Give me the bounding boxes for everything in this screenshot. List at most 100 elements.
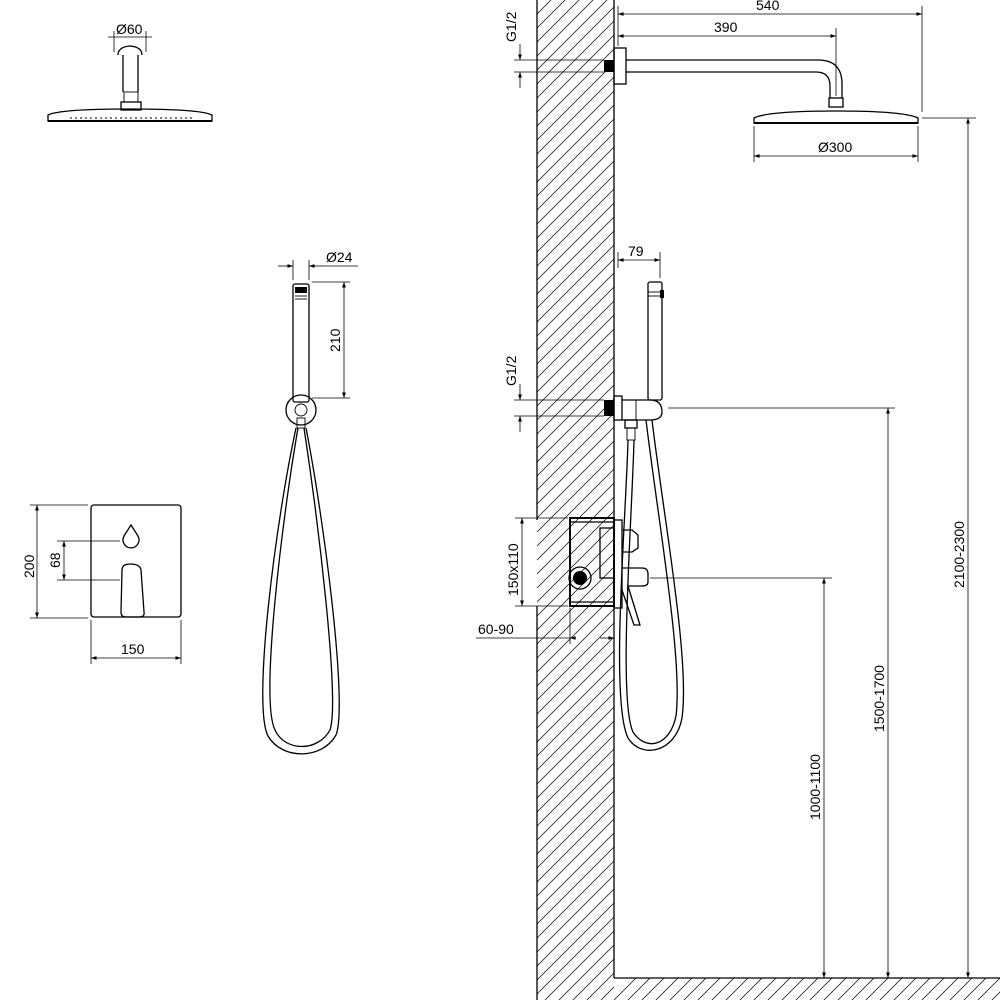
wall-hatch-line <box>536 286 615 365</box>
wall-hatch-line <box>536 762 615 841</box>
wall-hatch-line <box>536 0 552 15</box>
hand-diameter-label: Ø24 <box>326 249 353 265</box>
floor-hatch-line <box>809 977 833 1000</box>
wall-hatch-line <box>536 468 615 547</box>
floor-hatch-line <box>697 977 721 1000</box>
mid-thread-label: G1/2 <box>503 355 519 386</box>
wall-hatch-line <box>536 90 615 169</box>
hand-shower-front-view: Ø24 210 <box>262 249 358 755</box>
wall-hatch-line <box>536 118 615 197</box>
wall-hatch-line <box>536 412 615 491</box>
floor-hatch-line <box>711 977 735 1000</box>
floor-hatch-line <box>851 977 875 1000</box>
box-size-label: 150x110 <box>505 543 521 596</box>
wall-hatch-line <box>536 104 615 183</box>
wall-hatch-line <box>536 76 615 155</box>
head-height-label: 2100-2300 <box>951 521 967 588</box>
floor-hatch-line <box>613 977 637 1000</box>
mixer-plate-front-view: 200 68 150 <box>21 504 182 664</box>
floor-hatch-line <box>641 977 665 1000</box>
wall-hatch-line <box>536 664 615 743</box>
wall-hatch-line <box>536 0 594 57</box>
wall-hatch-line <box>536 776 615 855</box>
floor-hatch-line <box>725 977 749 1000</box>
wall-hatch-line <box>536 902 615 981</box>
wall-hatch-line <box>536 622 615 701</box>
shower-diameter-label: Ø300 <box>818 139 852 155</box>
wall-hatch-line <box>536 818 615 897</box>
floor-hatch-line <box>935 977 959 1000</box>
floor-hatch-line <box>767 977 791 1000</box>
wall-hatch-line <box>536 734 615 813</box>
plate-width-label: 150 <box>121 641 145 657</box>
wall-hatch-line <box>536 216 615 295</box>
wall-hatch-line <box>536 552 615 631</box>
wall-hatch-line <box>536 440 615 519</box>
top-thread-label: G1/2 <box>503 11 519 42</box>
wall-hatch-line <box>536 608 615 687</box>
wall-hatch-line <box>536 0 608 71</box>
wall-hatch-line <box>536 832 615 911</box>
wall-hatch-line <box>536 230 615 309</box>
wall-hatch-line <box>536 0 580 43</box>
wall-hatch-line <box>536 706 615 785</box>
wall-to-hand-label: 79 <box>628 243 644 259</box>
floor-hatch-line <box>949 977 973 1000</box>
floor-hatch-line <box>683 977 707 1000</box>
box-depth-label: 60-90 <box>478 621 514 637</box>
wall-hatch-line <box>536 34 615 113</box>
plate-offset-label: 68 <box>47 552 63 568</box>
wall-hatch-line <box>536 846 615 925</box>
floor-hatch-line <box>669 977 693 1000</box>
wall-hatch-line <box>558 944 615 1000</box>
floor-hatch-line <box>837 977 861 1000</box>
wall-hatch-line <box>536 0 566 29</box>
wall-hatch-line <box>536 202 615 281</box>
shower-head-front-view: Ø60 <box>47 21 213 122</box>
floor-hatch-line <box>893 977 917 1000</box>
wall-hatch-line <box>536 692 615 771</box>
wall-hatch-line <box>536 48 615 127</box>
mixer-height-label: 1000-1100 <box>807 754 823 820</box>
wall-hatch-line <box>536 62 615 141</box>
floor-hatch-line <box>739 977 763 1000</box>
arm-length-label: 390 <box>714 19 738 35</box>
floor-hatch-line <box>781 977 805 1000</box>
wall-hatch-line <box>572 958 615 1000</box>
wall-hatch-line <box>536 860 615 939</box>
wall-hatch-line <box>586 972 615 1000</box>
wall-hatch-line <box>536 874 615 953</box>
wall-hatch-line <box>536 720 615 799</box>
wall-hatch-line <box>536 650 615 729</box>
floor-hatch-line <box>865 977 889 1000</box>
wall-hatch-line <box>536 370 615 449</box>
wall-hatch-line <box>536 146 615 225</box>
wall-hatch-line <box>536 384 615 463</box>
outlet-height-label: 1500-1700 <box>871 665 887 732</box>
wall-hatch-line <box>536 6 615 85</box>
hand-length-label: 210 <box>327 328 343 352</box>
wall-hatch-line <box>536 342 615 421</box>
wall-hatch-line <box>536 916 615 995</box>
wall-hatch-line <box>536 888 615 967</box>
wall-hatch-line <box>536 804 615 883</box>
wall-hatch-line <box>536 748 615 827</box>
wall-hatch-line <box>536 160 615 239</box>
plate-height-label: 200 <box>21 554 37 578</box>
floor-hatch-line <box>977 977 1000 1000</box>
wall-hatch-line <box>536 20 615 99</box>
wall-hatch-line <box>536 272 615 351</box>
floor-hatch-line <box>921 977 945 1000</box>
arm-reach-label: 540 <box>756 0 780 13</box>
wall-hatch-line <box>536 174 615 253</box>
floor-hatch-line <box>753 977 777 1000</box>
wall-section <box>536 0 1000 1000</box>
wall-hatch-line <box>544 930 615 1000</box>
wall-hatch-line <box>536 594 615 673</box>
wall-hatch-line <box>536 524 615 603</box>
wall-hatch-line <box>536 244 615 323</box>
wall-hatch-line <box>536 790 615 869</box>
wall-hatch-line <box>536 678 615 757</box>
floor-hatch-line <box>627 977 651 1000</box>
wall-hatch-line <box>536 328 615 407</box>
